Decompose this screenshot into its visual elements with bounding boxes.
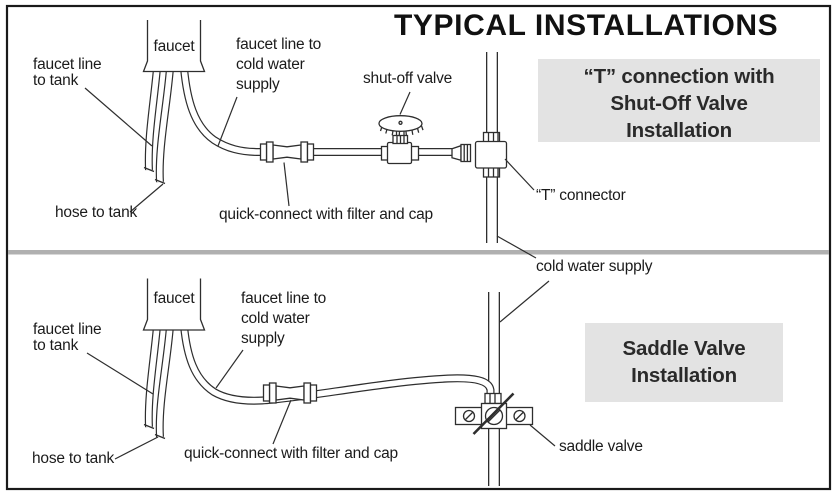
- t-connector-icon: [451, 131, 508, 178]
- saddle-valve-diagram: [142, 277, 534, 487]
- t-connection-diagram: [142, 19, 508, 243]
- label-faucet-line-to-supply-bottom: faucet line to cold water supply: [241, 290, 327, 347]
- label-cold-water-supply: cold water supply: [536, 258, 653, 275]
- label-faucet-line-to-tank-bottom: faucet line to tank: [33, 321, 102, 354]
- label-hose-to-tank-bottom: hose to tank: [32, 450, 115, 467]
- saddle-valve-heading-box: Saddle Valve Installation: [585, 323, 783, 402]
- saddle-valve-icon: [454, 392, 534, 435]
- label-faucet-line-to-supply-top: faucet line to cold water supply: [236, 36, 322, 93]
- faucet-line-to-tank-tube-bottom: [143, 326, 157, 429]
- label-faucet-bottom: faucet: [153, 290, 195, 307]
- label-faucet-line-to-tank-top: faucet line to tank: [33, 56, 102, 89]
- label-quick-connect-bottom: quick-connect with filter and cap: [184, 445, 398, 462]
- label-faucet-top: faucet: [153, 38, 195, 55]
- hose-to-tank-tube-bottom: [154, 326, 170, 439]
- page-title: TYPICAL INSTALLATIONS: [394, 9, 779, 42]
- hose-to-tank-tube: [154, 68, 170, 184]
- label-t-connector: “T” connector: [536, 187, 626, 204]
- faucet-line-to-tank-tube: [143, 68, 157, 172]
- label-quick-connect-top: quick-connect with filter and cap: [219, 206, 433, 223]
- section-divider: [8, 250, 829, 255]
- t-connection-heading-box: “T” connection with Shut-Off Valve Insta…: [538, 59, 820, 142]
- label-hose-to-tank-top: hose to tank: [55, 204, 138, 221]
- label-saddle-valve: saddle valve: [559, 438, 643, 455]
- shut-off-valve-icon: [378, 115, 424, 165]
- pointer-lines: [84, 87, 556, 460]
- label-shut-off-valve: shut-off valve: [363, 70, 453, 87]
